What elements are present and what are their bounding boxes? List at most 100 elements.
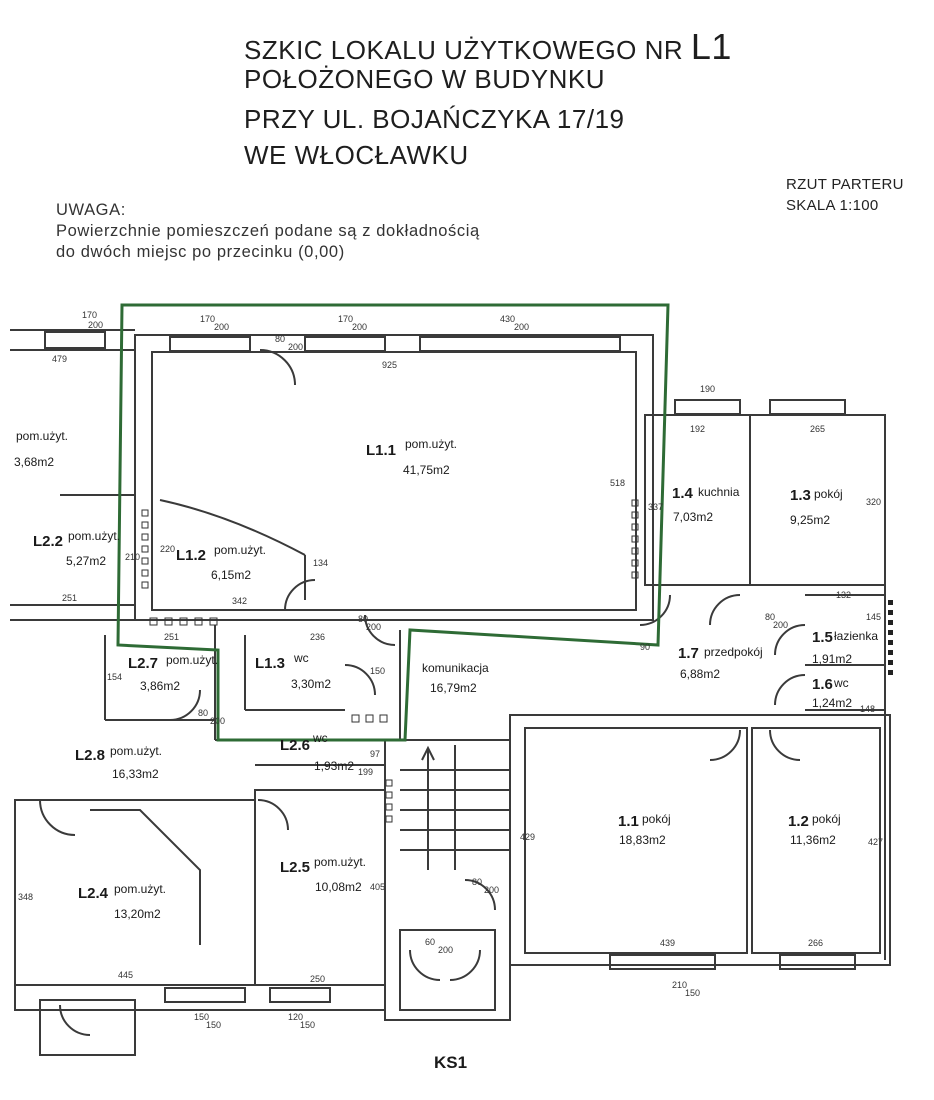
room-id: L1.1 [366,442,396,459]
window [769,399,846,415]
title-line-4: WE WŁOCŁAWKU [244,140,469,170]
window [674,399,741,415]
room-name: pokój [642,812,671,826]
dim-label: 150 [370,666,385,676]
room-name: pom.użyt. [110,744,162,758]
dim-label: 445 [118,970,133,980]
room-name: wc [312,731,328,745]
dimension-labels: 170 200 170 200 170 200 430 200 80 200 4… [18,310,883,1030]
room-name: pom.użyt. [405,437,457,451]
door-arc [59,1004,91,1036]
room-label: L1.2 pom.użyt. 6,15m2 [176,543,266,582]
dim-label: 429 [520,832,535,842]
window [269,987,331,1003]
room-area: 13,20m2 [114,907,161,921]
dim-label: 148 [860,704,875,714]
room-id: L2.4 [78,885,109,902]
room-area: 41,75m2 [403,463,450,477]
door-arc [284,579,316,611]
window [609,954,716,970]
room-name: przedpokój [704,645,763,659]
vent-markers [141,499,639,823]
dim-label: 320 [866,497,881,507]
dim-label: 200 [484,885,499,895]
door-arc [464,879,496,911]
scale-ratio: SKALA 1:100 [786,197,879,214]
dim-label: 120 [288,1012,303,1022]
room-label: L2.8 pom.użyt. 16,33m2 [75,744,162,781]
room-area: 3,68m2 [14,455,54,469]
wall-l1-1-outer [134,334,654,621]
room-label: komunikacja 16,79m2 [422,661,489,695]
room-name: pokój [812,812,841,826]
room-id: 1.5 [812,629,833,646]
walls [10,329,891,1056]
room-label: 1.3 pokój 9,25m2 [790,487,843,527]
room-area: 3,30m2 [291,677,331,691]
dim-label: 80 [275,334,285,344]
room-area: 16,33m2 [112,767,159,781]
dim-label: 80 [765,612,775,622]
room-name: pom.użyt. [166,653,218,667]
wall-entry [399,929,496,1011]
dim-label: 190 [700,384,715,394]
room-name: kuchnia [698,485,740,499]
room-label: 1.2 pokój 11,36m2 [788,812,841,847]
dim-label: 250 [310,974,325,984]
dim-label: 348 [18,892,33,902]
wall-room-1-2 [751,727,881,954]
room-id: 1.4 [672,485,694,502]
dim-label: 170 [82,310,97,320]
room-name: komunikacja [422,661,489,675]
dim-label: 150 [206,1020,221,1030]
title-line-1: SZKIC LOKALU UŻYTKOWEGO NR L1 [244,26,732,68]
room-id: 1.1 [618,813,639,830]
dim-label: 200 [88,320,103,330]
dim-label: 925 [382,360,397,370]
wall-l1-2-curve [159,499,306,556]
door-arc [39,799,76,836]
room-area: 18,83m2 [619,833,666,847]
door-arc [257,799,289,831]
window [164,987,246,1003]
dim-label: 150 [194,1012,209,1022]
dim-label: 236 [310,632,325,642]
unit-l1-outline [116,303,670,742]
room-name: pom.użyt. [68,529,120,543]
dim-label: 518 [610,478,625,488]
dim-label: 200 [773,620,788,630]
title-text: SZKIC LOKALU UŻYTKOWEGO NR [244,35,684,65]
stair-arrow [421,745,435,870]
room-area: 7,03m2 [673,510,713,524]
room-id: 1.7 [678,645,699,662]
wall-room-1-1 [524,727,748,954]
dim-label: 60 [425,937,435,947]
room-area: 11,36m2 [790,833,836,847]
room-label: L2.5 pom.użyt. 10,08m2 [280,855,366,894]
dim-label: 199 [358,767,373,777]
dim-label: 145 [866,612,881,622]
door-arc [769,729,801,761]
dim-label: 251 [62,593,77,603]
dim-label: 200 [288,342,303,352]
room-id: L2.6 [280,737,310,754]
room-id: L2.5 [280,859,310,876]
dim-label: 170 [200,314,215,324]
dim-label: 200 [438,945,453,955]
dim-label: 90 [640,642,650,652]
door-arc [449,949,481,981]
room-id: 1.2 [788,813,809,830]
dim-label: 265 [810,424,825,434]
note-line-2: do dwóch miejsc po przecinku (0,00) [56,243,345,261]
wall-stair [384,739,511,1021]
dim-label: 154 [107,672,122,682]
window [44,331,106,349]
door-arc [774,624,806,656]
wall-bottom-porch [39,999,136,1056]
vent-markers-solid [888,600,893,675]
room-area: 16,79m2 [430,681,477,695]
wall-l2-4-angled [90,809,201,945]
window [779,954,856,970]
room-label: 1.4 kuchnia 7,03m2 [672,485,740,524]
room-name: łazienka [834,629,878,643]
